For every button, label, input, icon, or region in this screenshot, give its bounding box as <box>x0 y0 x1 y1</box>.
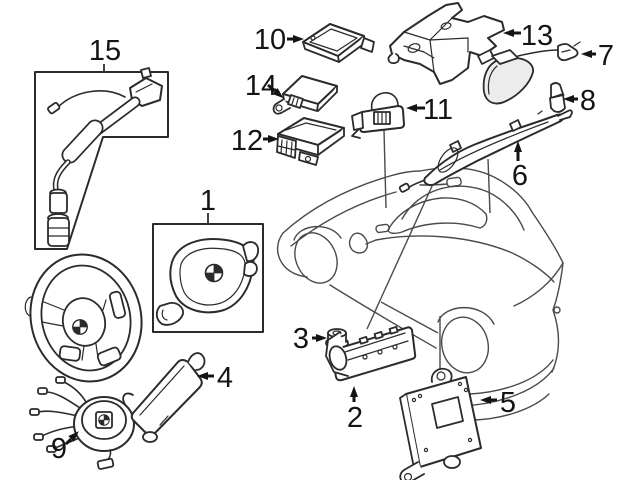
part-10-control-unit <box>302 23 375 63</box>
part-13-mounting-bracket <box>387 2 505 85</box>
callout-14-arrow <box>267 83 284 99</box>
callout-label-2: 2 <box>347 402 363 434</box>
part-12-sensor-module <box>276 117 345 166</box>
part-15-cable-assembly <box>34 67 169 250</box>
callout-label-7: 7 <box>598 40 614 72</box>
part-8-gas-cartridge <box>549 82 566 113</box>
callout-label-10: 10 <box>254 24 286 56</box>
steering-wheel <box>24 253 143 383</box>
callout-9-arrow <box>64 431 79 446</box>
callout-labels: 15 1 10 14 12 11 13 7 8 6 3 2 5 9 4 <box>51 20 614 465</box>
callout-label-3: 3 <box>293 323 309 355</box>
part-11-impact-sensor-clamp <box>351 92 405 139</box>
part-1-driver-airbag <box>152 223 264 333</box>
part-9-clockspring-coil <box>29 376 135 470</box>
callout-label-4: 4 <box>217 362 233 394</box>
callout-label-15: 15 <box>89 35 121 67</box>
part-2-passenger-airbag <box>325 326 417 382</box>
part-5-airbag-control-module <box>399 367 482 480</box>
part-7-sensor-cable-and-trim <box>477 41 581 105</box>
callout-label-14: 14 <box>245 70 277 102</box>
car-body-outline <box>276 167 564 421</box>
callout-label-8: 8 <box>580 85 596 117</box>
callout-label-6: 6 <box>512 160 528 192</box>
callout-label-9: 9 <box>51 433 67 465</box>
part-6-head-curtain-airbag <box>398 109 573 193</box>
callout-label-1: 1 <box>200 185 216 217</box>
callout-label-11: 11 <box>423 94 453 126</box>
callout-label-12: 12 <box>231 125 263 157</box>
leader-lines <box>366 129 491 380</box>
part-4-seat-side-airbag <box>122 352 206 443</box>
callout-label-5: 5 <box>500 387 516 419</box>
part-14-impact-sensor <box>272 75 338 115</box>
callout-label-13: 13 <box>521 20 553 52</box>
callout-arrows <box>64 29 596 446</box>
